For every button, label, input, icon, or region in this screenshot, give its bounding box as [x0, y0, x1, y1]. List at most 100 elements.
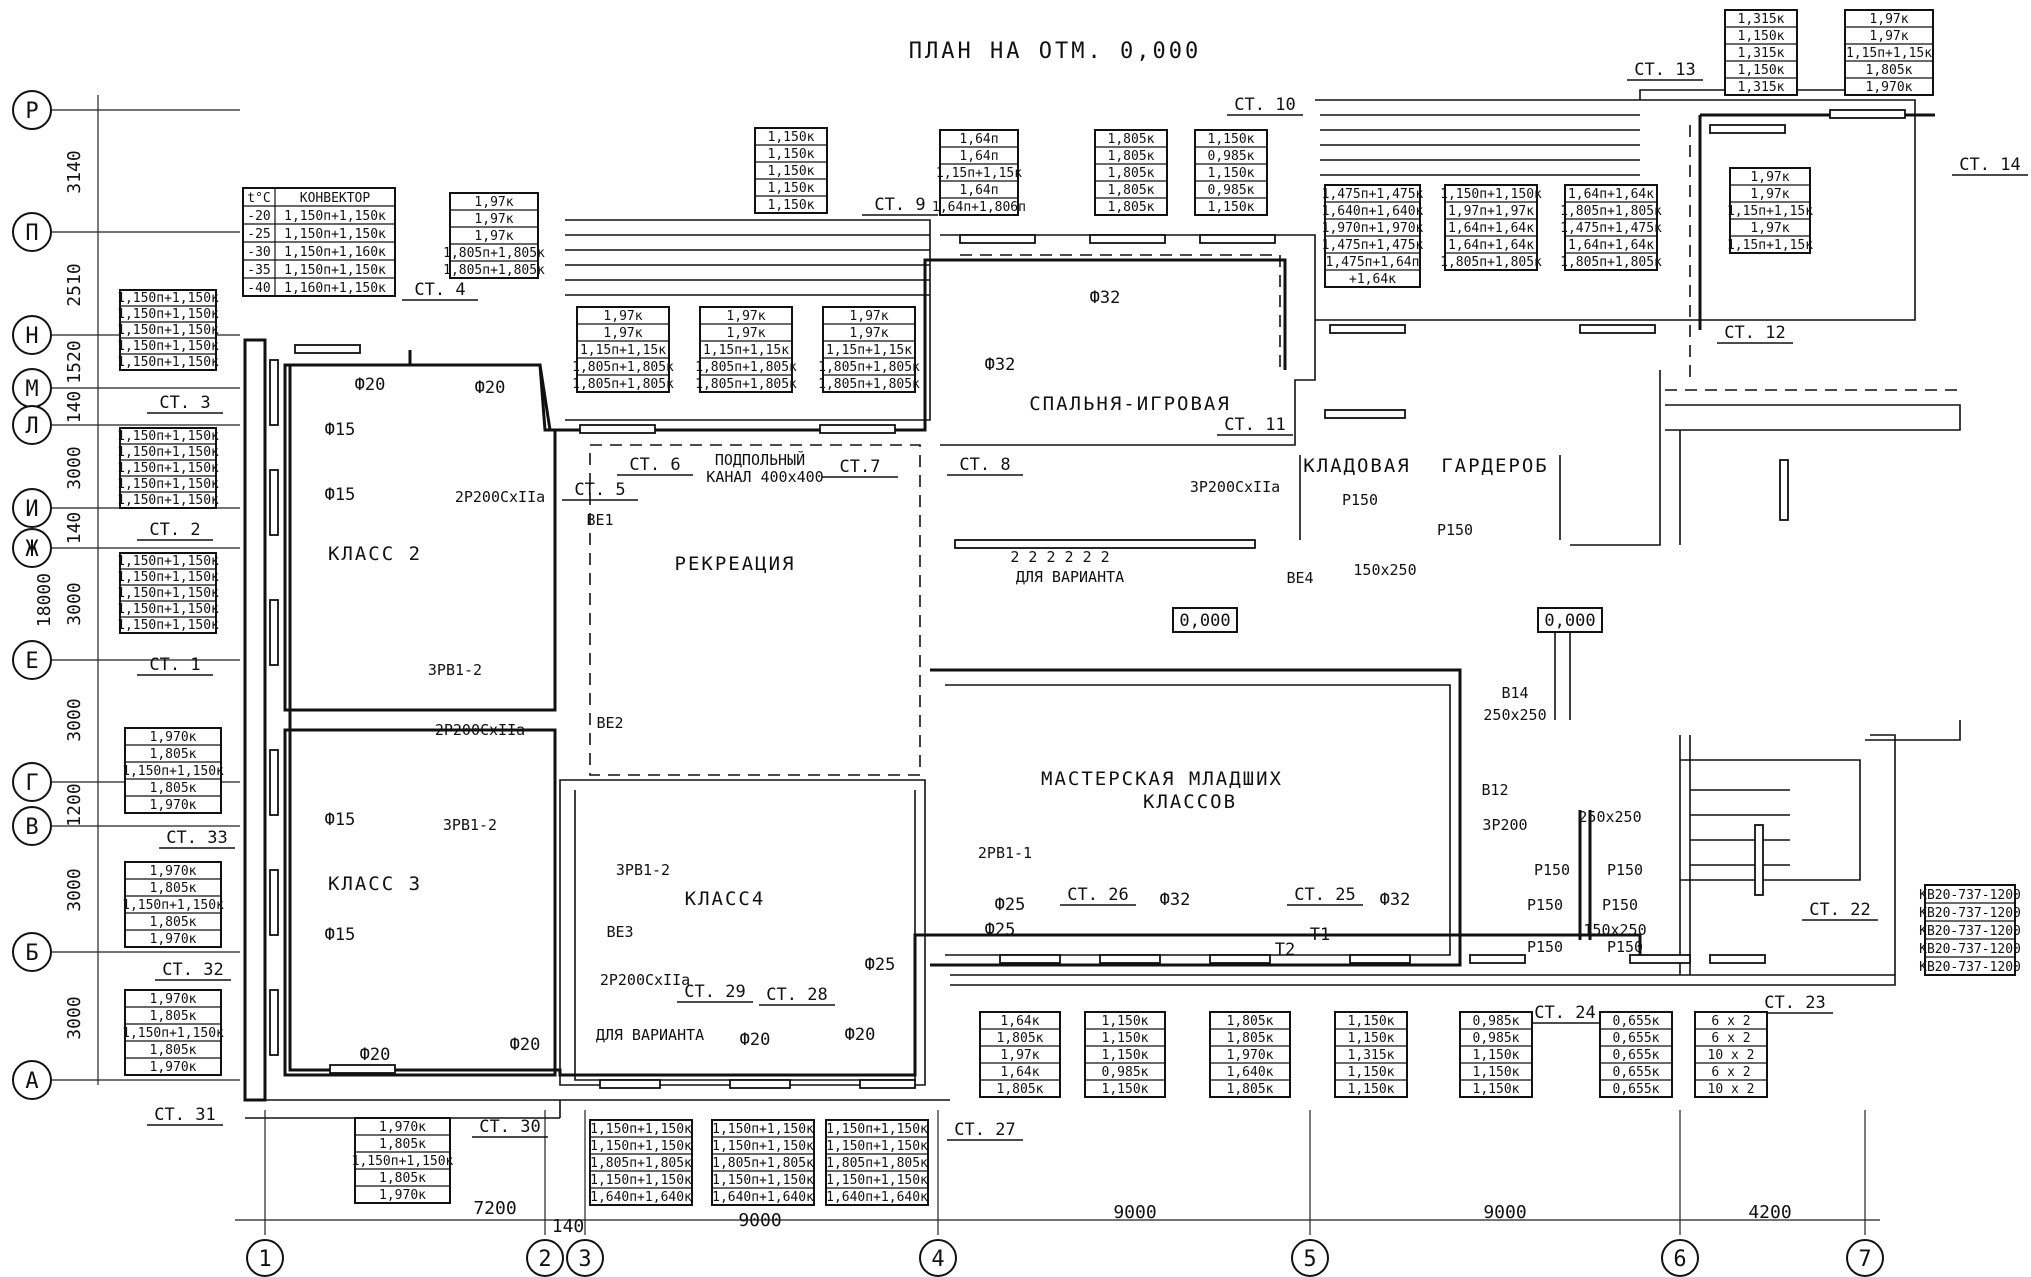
- table-cell: 1,805п+1,805к: [712, 1156, 814, 1171]
- riser-label: СТ. 1: [149, 655, 200, 675]
- convector-table: 1,150п+1,150к1,150п+1,150к1,805п+1,805к1…: [825, 1119, 929, 1206]
- table-cell: 1,64п+1,64к: [1568, 238, 1654, 253]
- table-cell: 1,970к: [150, 864, 197, 879]
- table-cell: 1,315к: [1738, 12, 1785, 27]
- table-cell: 1,150к: [768, 164, 815, 179]
- column-axis-bubble: [1291, 1239, 1329, 1277]
- equipment-label: ВЕ2: [596, 714, 623, 732]
- table-cell: 1,805к: [1866, 63, 1913, 78]
- riser-label: СТ. 4: [414, 280, 465, 300]
- table-cell: 1,640п+1,640к: [1322, 204, 1424, 219]
- table-cell: 1,150п+1,150к: [122, 764, 224, 779]
- riser-label: СТ. 12: [1724, 323, 1785, 343]
- equipment-label: ВЕ4: [1286, 569, 1313, 587]
- row-axis-bubble: [12, 640, 52, 680]
- pipe-diameter-label: Ф32: [1090, 288, 1121, 308]
- pipe-diameter-label: Т1: [1310, 925, 1330, 945]
- table-cell: 1,150к: [1348, 1065, 1395, 1080]
- table-cell: 1,805к: [150, 915, 197, 930]
- pipe-diameter-label: Ф32: [1160, 890, 1191, 910]
- convector-table: 1,150п+1,150к1,97п+1,97к1,64п+1,64к1,64п…: [1440, 184, 1542, 271]
- row-dimension: 3000: [64, 446, 85, 489]
- table-cell: 1,150к: [1208, 132, 1255, 147]
- row-axis-bubble: [12, 212, 52, 252]
- table-cell: 0,655к: [1613, 1014, 1660, 1029]
- table-cell: 1,64п: [959, 149, 998, 164]
- room-label-klass3: КЛАСС 3: [328, 873, 422, 895]
- riser-label: СТ. 23: [1764, 993, 1825, 1013]
- table-cell: 1,150п+1,150к: [117, 618, 219, 633]
- equipment-label: 3Р200: [1482, 816, 1527, 834]
- table-cell: 1,150п+1,150к: [826, 1139, 928, 1154]
- level-marks: 0,000 0,000: [1172, 607, 1603, 633]
- table-cell: 1,805к: [379, 1137, 426, 1152]
- table-cell: 1,160п+1,150к: [284, 281, 386, 296]
- equipment-label: 3РВ1-2: [616, 861, 670, 879]
- row-axis-label: А: [25, 1069, 38, 1094]
- table-cell: 6 х 2: [1711, 1031, 1750, 1046]
- table-cell: КВ20-737-1200: [1919, 924, 2021, 939]
- table-cell: 1,805к: [1108, 149, 1155, 164]
- riser-label: СТ. 13: [1634, 60, 1695, 80]
- row-dimension: 140: [64, 512, 85, 545]
- table-cell: 1,150к: [1102, 1014, 1149, 1029]
- table-cell: 1,97к: [1869, 12, 1908, 27]
- table-cell: 1,150п+1,150к: [117, 339, 219, 354]
- plan-title: ПЛАН НА ОТМ. 0,000: [909, 39, 1201, 64]
- column-dimension: 9000: [1113, 1202, 1156, 1223]
- table-cell: 1,805к: [1108, 166, 1155, 181]
- table-cell: 1,805п+1,805к: [826, 1156, 928, 1171]
- column-axis-bubble: [246, 1239, 284, 1277]
- table-cell: 1,150к: [1208, 166, 1255, 181]
- riser-label: СТ. 6: [629, 455, 680, 475]
- room-label-kladovaia: КЛАДОВАЯ: [1303, 455, 1411, 477]
- column-dimension: 4200: [1748, 1202, 1791, 1223]
- table-cell: 1,150к: [1208, 200, 1255, 215]
- table-cell: 1,97к: [603, 309, 642, 324]
- table-cell: КВ20-737-1200: [1919, 942, 2021, 957]
- column-dimension: 9000: [1483, 1202, 1526, 1223]
- table-cell: 1,805к: [997, 1082, 1044, 1097]
- table-cell: 1,97к: [474, 229, 513, 244]
- level-mark: 0,000: [1544, 611, 1595, 631]
- table-cell: 1,805к: [150, 781, 197, 796]
- table-cell: 1,475п+1,475к: [1322, 238, 1424, 253]
- table-cell: 1,150п+1,150к: [117, 602, 219, 617]
- riser-label: СТ. 11: [1224, 415, 1285, 435]
- table-cell: 1,97к: [474, 195, 513, 210]
- table-frame: [825, 1119, 929, 1206]
- level-mark: 0,000: [1179, 611, 1230, 631]
- table-cell: 1,150п+1,150к: [122, 898, 224, 913]
- row-dimension: 140: [64, 391, 85, 424]
- pipe-diameter-label: Ф20: [845, 1025, 876, 1045]
- table-cell: 1,150п+1,150к: [117, 554, 219, 569]
- table-cell: 1,150п+1,150к: [117, 307, 219, 322]
- table-cell: 1,150к: [1473, 1065, 1520, 1080]
- table-cell: 1,805п+1,805к: [695, 377, 797, 392]
- table-frame: [1084, 1011, 1166, 1098]
- table-frame: [1444, 184, 1538, 271]
- equipment-label: 2РВ1-1: [978, 844, 1032, 862]
- table-cell: -20: [247, 209, 270, 224]
- table-frame: [1459, 1011, 1533, 1098]
- equipment-label: ВЕ3: [606, 923, 633, 941]
- table-frame: [1924, 884, 2016, 976]
- table-cell: 1,150п+1,150к: [117, 461, 219, 476]
- table-cell: 1,805к: [1227, 1014, 1274, 1029]
- table-frame: [1724, 9, 1798, 96]
- row-dimension: 3000: [64, 868, 85, 911]
- table-frame: [699, 306, 793, 393]
- convector-table: 1,64п+1,64к1,805п+1,805к1,475п+1,475к1,6…: [1560, 184, 1662, 271]
- table-frame: [1844, 9, 1934, 96]
- convector-table: 1,150п+1,150к1,150п+1,150к1,150п+1,150к1…: [117, 289, 219, 371]
- table-cell: 1,970п+1,970к: [1322, 221, 1424, 236]
- table-cell: 1,805п+1,805к: [695, 360, 797, 375]
- table-cell: 1,970к: [1866, 80, 1913, 95]
- riser-label: СТ. 2: [149, 520, 200, 540]
